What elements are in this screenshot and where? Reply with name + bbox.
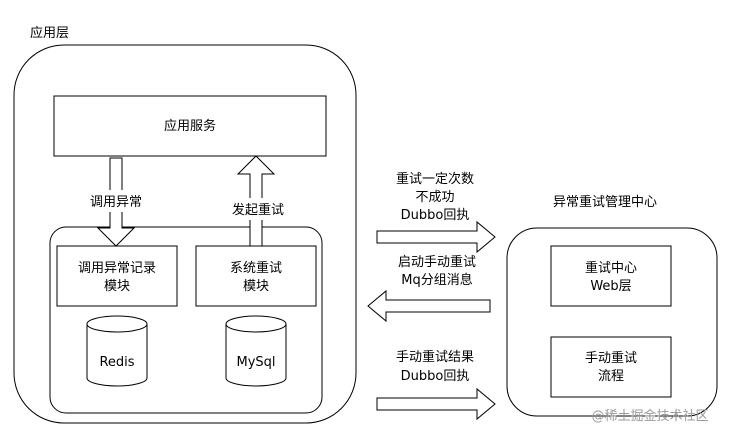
record-module-label-2: 模块 [104,279,130,294]
manual-trigger-arrow [367,289,491,323]
record-module-label-1: 调用异常记录 [78,261,156,276]
manual-result-label-1: 手动重试结果 [396,349,474,365]
retry-module-box [195,245,317,307]
manual-result-arrow [376,387,496,421]
redis-db-icon [86,315,148,387]
app-service-box [53,95,327,157]
manual-flow-label-2: 流程 [598,369,624,384]
app-layer-title: 应用层 [30,25,69,41]
module-container [49,226,323,414]
manual-trigger-label-2: Mq分组消息 [401,272,472,288]
web-layer-label-1: 重试中心 [585,260,637,276]
watermark: @稀土掘金技术社区 [591,408,708,424]
app-service-label: 应用服务 [164,118,216,134]
center-title: 异常重试管理中心 [553,194,657,210]
record-module-box [56,245,178,307]
mysql-db-icon [225,315,287,387]
retry-failed-label-2: 不成功 [415,190,454,205]
center-container [506,227,718,417]
retry-failed-label-3: Dubbo回执 [401,208,470,223]
manual-flow-box [550,336,672,398]
call-exception-label: 调用异常 [90,195,142,210]
web-layer-box [550,245,672,307]
web-layer-label-2: Web层 [590,279,631,294]
initiate-retry-label: 发起重试 [232,202,284,218]
app-layer-container [13,44,357,424]
retry-failed-label-1: 重试一定次数 [396,171,474,187]
retry-module-label-2: 模块 [243,279,269,294]
redis-label: Redis [99,355,134,370]
manual-flow-label-1: 手动重试 [585,350,637,366]
manual-result-label-2: Dubbo回执 [401,369,470,384]
manual-trigger-label-1: 启动手动重试 [398,254,476,270]
retry-module-label-1: 系统重试 [230,260,282,276]
retry-failed-arrow [376,220,496,254]
mysql-label: MySql [236,355,275,370]
